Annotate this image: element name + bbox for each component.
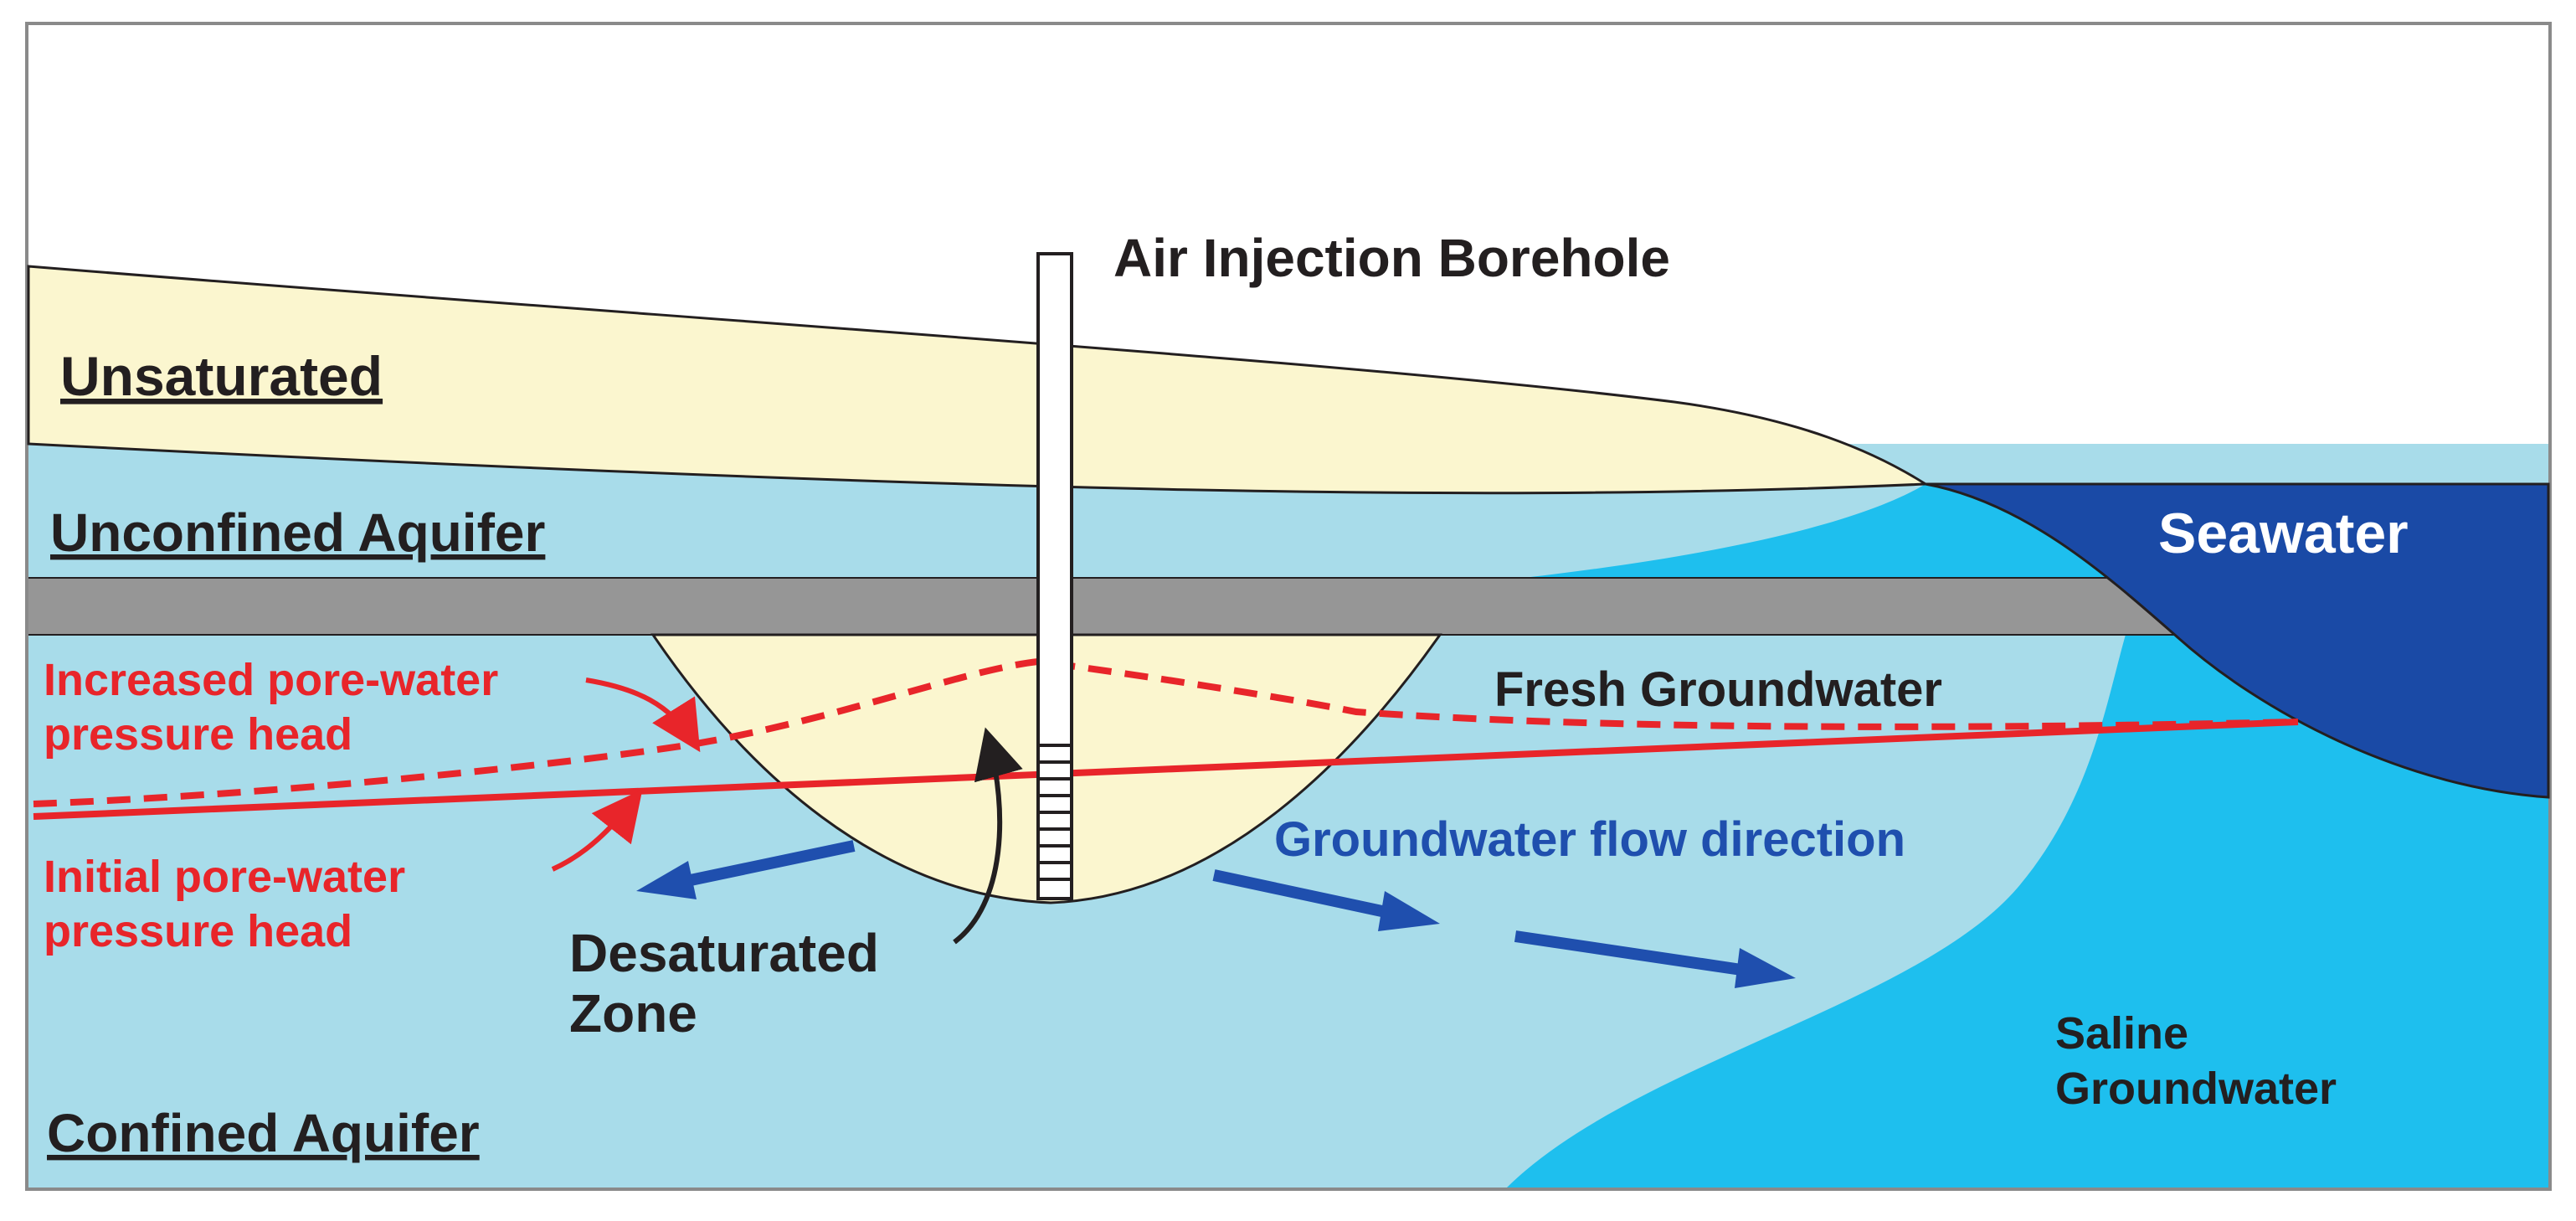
label-unconfined-aquifer: Unconfined Aquifer: [50, 502, 545, 563]
seawater-body: [1925, 482, 2550, 799]
title-air-injection-borehole: Air Injection Borehole: [1113, 228, 1670, 288]
label-increased-head-line1: Increased pore-water: [44, 655, 498, 705]
label-fresh-groundwater: Fresh Groundwater: [1494, 662, 1942, 717]
label-desaturated-line1: Desaturated: [569, 923, 879, 983]
air-injection-borehole: [1036, 252, 1073, 900]
label-saline-line2: Groundwater: [2055, 1064, 2337, 1114]
label-flow-direction: Groundwater flow direction: [1274, 812, 1905, 867]
label-saline-line1: Saline: [2055, 1008, 2188, 1059]
initial-head-pointer-arrow: [551, 789, 643, 872]
desaturated-zone-pointer-arrow: [953, 727, 1023, 945]
borehole-screen: [1038, 744, 1072, 881]
flow-arrow-left: [636, 840, 856, 899]
label-increased-head-line2: pressure head: [44, 709, 352, 760]
label-confined-aquifer: Confined Aquifer: [47, 1103, 480, 1163]
flow-arrow-right-1: [1212, 869, 1440, 931]
increased-head-pointer-arrow: [585, 677, 701, 753]
label-desaturated-line2: Zone: [569, 983, 697, 1043]
label-initial-head-line1: Initial pore-water: [44, 852, 405, 902]
label-unsaturated: Unsaturated: [60, 345, 383, 407]
unsaturated-zone: [27, 265, 1930, 495]
flow-arrow-right-2: [1514, 930, 1796, 988]
initial-pressure-head-line: [33, 719, 2299, 820]
label-initial-head-line2: pressure head: [44, 906, 352, 956]
label-seawater: Seawater: [2158, 502, 2409, 565]
flow-arrows: [636, 840, 1796, 988]
